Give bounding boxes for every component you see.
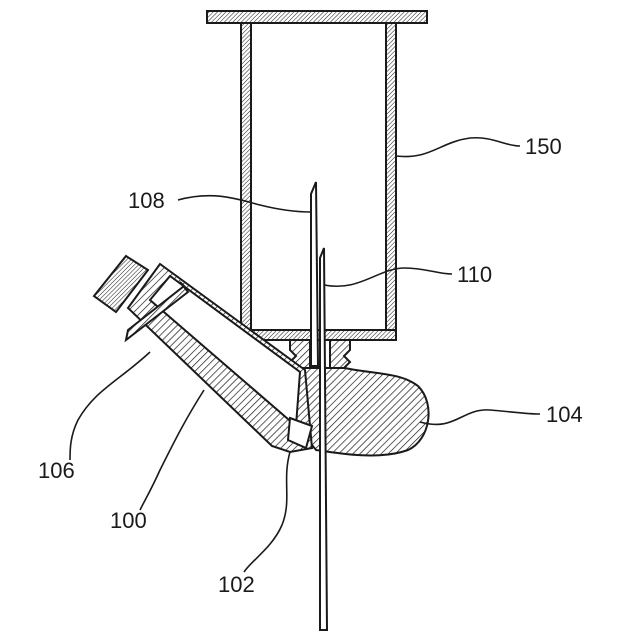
ref-label-106: 106 [38, 458, 75, 483]
leader-106 [70, 352, 150, 460]
ref-label-100: 100 [110, 508, 147, 533]
needle-110 [320, 248, 327, 630]
ref-label-102: 102 [218, 572, 255, 597]
ref-label-108: 108 [128, 188, 165, 213]
barrel-left-wall [241, 23, 251, 336]
needle-108 [311, 182, 318, 366]
leader-102 [244, 452, 290, 572]
barrel-flange [207, 11, 427, 23]
leader-104 [420, 410, 540, 425]
angled-port [94, 256, 312, 452]
barrel-right-wall [386, 23, 396, 336]
ref-label-150: 150 [525, 134, 562, 159]
ref-label-104: 104 [546, 402, 583, 427]
leader-100 [140, 390, 204, 510]
leader-150 [396, 138, 520, 157]
ref-label-110: 110 [457, 262, 492, 287]
